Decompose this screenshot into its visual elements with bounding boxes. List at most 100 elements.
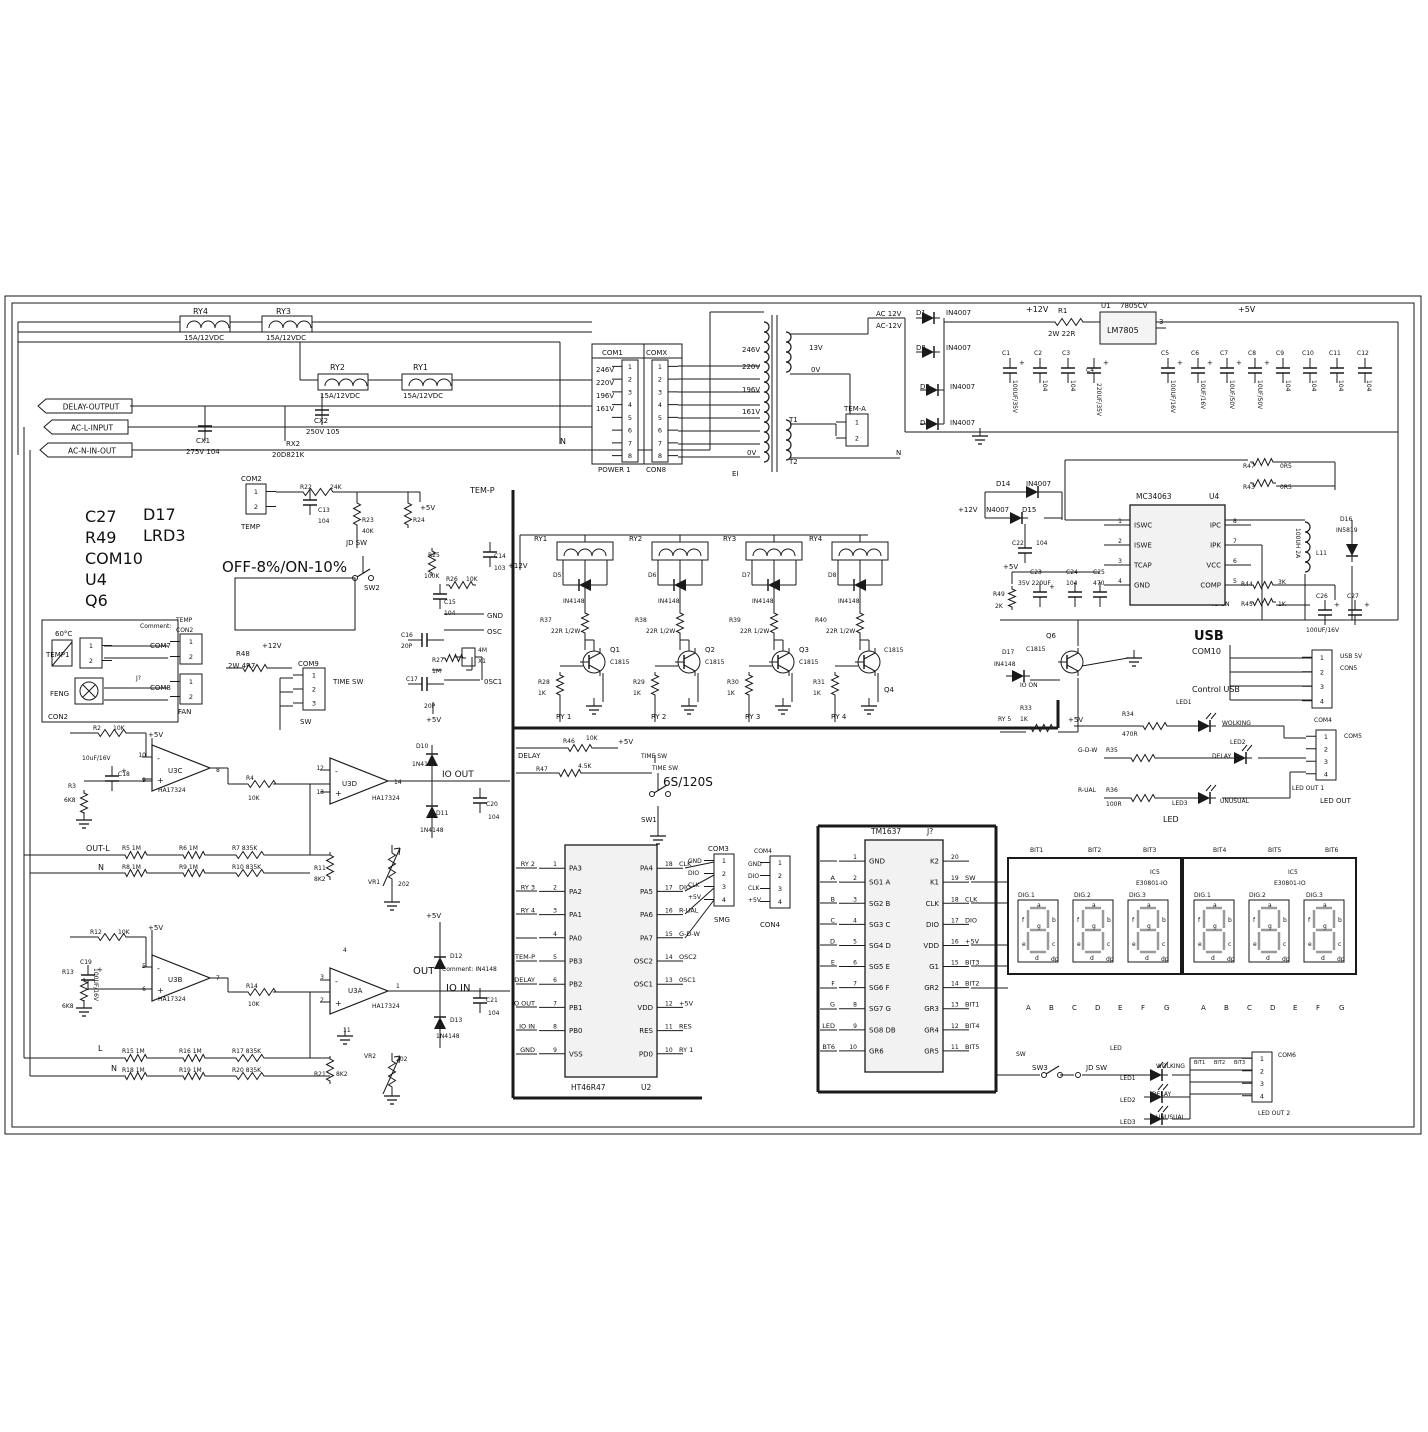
label: 10K [248,1001,261,1008]
label: DIG.2 [1249,892,1266,899]
label: E [1118,1004,1122,1012]
net-tag [43,419,129,435]
label: +5V [688,894,702,901]
resistor [95,932,129,942]
switch-contact [1057,1072,1063,1078]
segment-letter: g [1323,923,1327,930]
com5-pin: 2 [1324,745,1328,753]
coil [785,331,792,373]
switch-contact [352,575,358,581]
u2-ht46r47-net-right: CLK [679,860,692,868]
resistor [122,1053,150,1063]
tm1637-net-right: SW [965,874,976,882]
relay-coil [745,541,803,561]
label: C23 [1030,569,1042,576]
label: AC 12V [876,310,902,318]
label: RX2 [286,440,300,448]
pot-arrow [393,847,401,850]
label: 1N4148 [420,827,444,834]
com1-right-pin: 5 [658,414,662,422]
label: RY 1 [556,713,571,721]
diode [922,312,934,324]
label: 10UF/16V [1199,380,1206,410]
diode [768,579,780,591]
crystal-box [461,647,476,667]
tm1637-pin-right: GR3 [924,1005,939,1013]
label: 10K [466,576,479,583]
led-arrow [1162,1083,1169,1091]
u2-ht46r47-net-right: R-UAL [679,907,699,915]
cap-polarity: + [1207,359,1213,367]
com2-pin: 1 [254,488,258,496]
resistor [1250,580,1276,590]
diode [1012,670,1024,682]
diode [1026,486,1038,498]
tm1637-pinnum-left: 8 [853,1002,857,1009]
label: Q6 [85,591,108,610]
switch-contact [1041,1072,1047,1078]
com3-smg-pin: 1 [722,857,726,865]
label: U1 [1101,302,1111,310]
relay-coil-winding [563,548,607,557]
label: R30 [727,679,739,686]
resistor [245,987,279,997]
label: 1N4148 [412,761,436,768]
label: CON8 [646,466,666,474]
tm1637-net-right: DIO [965,916,977,924]
label: RY4 [809,535,823,543]
label: USB [1194,629,1224,644]
label: R-UAL [1078,787,1097,794]
label: 0V [811,366,820,374]
u2-ht46r47-pin-left: PA2 [569,888,582,896]
resistor [180,1071,208,1081]
segment-letter: b [1052,917,1056,924]
relay-coil-winding [186,320,230,329]
label: COM3 [708,845,729,853]
con5-usb-pin: 3 [1320,683,1324,691]
label: 1K [813,690,822,697]
cap-polarity: + [1103,359,1109,367]
label: R34 [1122,711,1134,718]
label: +5V [748,897,762,904]
label: IC5 [1288,869,1298,876]
label: R35 [1106,747,1118,754]
label: R28 [538,679,550,686]
label: 3K [1278,579,1287,586]
sheet-border-outer [4,295,1422,1135]
label: COM10 [85,549,143,568]
label: TEM-P [469,486,495,495]
label: N [98,863,104,872]
label: 20P [401,643,413,650]
led-arrow [1205,712,1212,720]
label: G [1339,1004,1344,1012]
fan-icon [79,681,99,701]
label: 7805CV [1120,302,1148,310]
cap-polarity: + [1049,583,1055,591]
segment-letter: d [1211,955,1215,962]
label: CON2 [176,627,193,634]
label: IN4007 [1026,480,1051,488]
com1-right-pin: 6 [658,427,662,435]
led [1198,720,1210,732]
relay-coil [831,541,889,561]
label: OUT [413,966,435,977]
label: R27 [432,657,444,664]
label: +5V [148,731,163,739]
label: IN4148 [563,598,585,605]
segment-letter: a [1268,902,1272,909]
label: RY2 [330,363,345,372]
relay-coil-winding [658,548,702,557]
label: C [1072,1004,1077,1012]
label: FAN [178,708,191,716]
resistor [555,672,565,698]
label: U3D [342,780,357,788]
label: C17 [406,676,418,683]
resistor [300,487,336,497]
label: IO IN [446,983,470,994]
tm1637-pin-left: GND [869,858,885,866]
tm1637-pinnum-right: 20 [951,854,959,861]
tm1637-pinnum-left: 3 [853,896,857,903]
label: HA17324 [158,787,186,794]
label: R49 [85,528,116,547]
